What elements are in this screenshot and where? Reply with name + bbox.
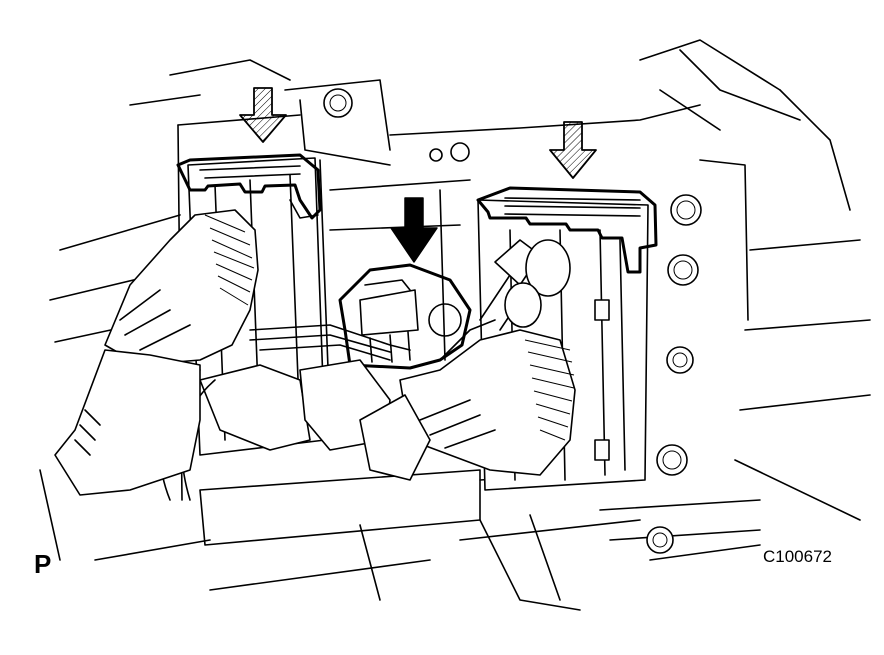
lower-structure xyxy=(39,469,581,611)
center-connector xyxy=(338,263,472,370)
right-clip-arrow xyxy=(549,121,597,179)
left-gloved-hand xyxy=(54,209,259,496)
connector-arrow xyxy=(390,197,438,263)
figure-id: C100672 xyxy=(763,547,833,566)
corner-letter: P xyxy=(34,549,52,579)
left-clip-arrow xyxy=(239,87,287,143)
right-gloved-hand xyxy=(359,329,576,481)
mounting-bolts xyxy=(323,88,702,554)
